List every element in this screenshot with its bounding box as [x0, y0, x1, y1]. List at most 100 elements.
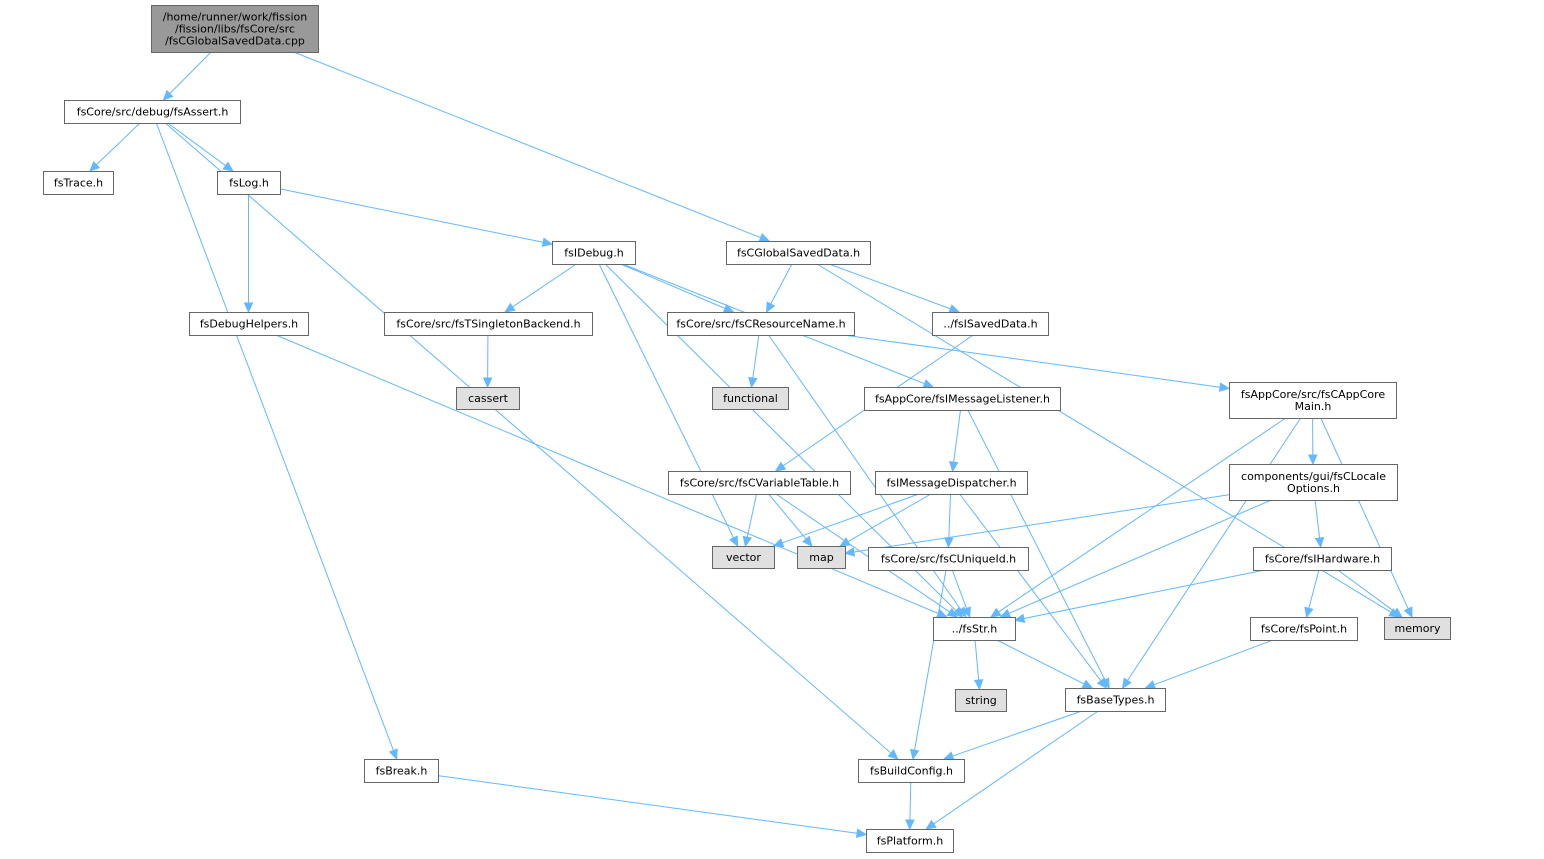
edge-line: [1153, 639, 1274, 686]
arrow-head: [243, 302, 254, 314]
arrow-head: [1144, 680, 1157, 690]
edge-line: [752, 334, 760, 379]
edge-fs-imessage-dispatcher-to-fs-base-types: [959, 493, 1108, 689]
node-fs-isaved-data[interactable]: ../fsISavedData.h: [932, 312, 1049, 336]
node-box: [668, 471, 851, 495]
node-fs-base-types[interactable]: fsBaseTypes.h: [1065, 688, 1166, 712]
edge-fs-cglobal-saved-data-to-fs-isaved-data: [828, 263, 961, 314]
edge-fs-assert-to-fs-break: [155, 122, 398, 761]
node-fs-str[interactable]: ../fsStr.h: [933, 617, 1016, 641]
node-box: [712, 387, 789, 410]
node-label: fsCore/fsIHardware.h: [1265, 553, 1380, 566]
node-label: ../fsISavedData.h: [943, 318, 1037, 331]
edge-fs-clocale-options-to-fs-ihardware: [1314, 499, 1325, 549]
arrow-head: [482, 377, 493, 389]
edge-line: [775, 493, 950, 613]
node-root[interactable]: /home/runner/work/fission/fission/libs/f…: [151, 5, 319, 53]
edge-line: [953, 409, 961, 463]
edge-fs-cunique-id-to-fs-build-config: [909, 569, 947, 761]
node-box: [864, 387, 1061, 411]
node-label: fsDebugHelpers.h: [200, 318, 298, 331]
node-label: vector: [726, 551, 761, 564]
node-fs-imessage-listener[interactable]: fsAppCore/fsIMessageListener.h: [864, 387, 1061, 411]
edge-fs-log-to-fs-debug-helpers: [243, 194, 254, 314]
edges-layer: [89, 51, 1413, 838]
node-fs-assert[interactable]: fsCore/src/debug/fsAssert.h: [64, 100, 241, 124]
node-box: [955, 689, 1007, 712]
arrow-head: [1391, 607, 1403, 618]
arrow-head: [1403, 606, 1413, 619]
arrow-head: [909, 748, 920, 761]
node-cassert: cassert: [456, 387, 520, 410]
node-fs-cunique-id[interactable]: fsCore/src/fsCUniqueId.h: [868, 547, 1029, 571]
edge-line: [1308, 569, 1320, 609]
edge-fs-cvariable-table-to-fs-str: [775, 493, 959, 618]
node-fs-build-config[interactable]: fsBuildConfig.h: [858, 759, 965, 783]
edge-line: [746, 493, 758, 538]
node-memory: memory: [1384, 617, 1451, 640]
edge-line: [293, 51, 761, 239]
node-box: [797, 546, 846, 569]
node-fs-tsingleton-backend[interactable]: fsCore/src/fsTSingletonBackend.h: [384, 312, 593, 336]
node-fs-trace[interactable]: fsTrace.h: [43, 171, 114, 195]
arrow-head: [1304, 606, 1314, 619]
node-functional: functional: [712, 387, 789, 410]
arrow-head: [772, 538, 785, 548]
node-label: Main.h: [1295, 400, 1332, 413]
node-fs-ihardware[interactable]: fsCore/fsIHardware.h: [1253, 547, 1392, 571]
arrow-head: [748, 376, 758, 389]
arrow-head: [162, 89, 174, 101]
edge-line: [952, 710, 1083, 757]
arrow-head: [1096, 677, 1108, 689]
node-label: ../fsStr.h: [952, 623, 998, 636]
node-fs-point[interactable]: fsCore/fsPoint.h: [1250, 617, 1358, 641]
node-fs-break[interactable]: fsBreak.h: [364, 759, 439, 783]
edge-line: [909, 781, 912, 821]
arrow-head: [855, 828, 868, 838]
node-label: fsPlatform.h: [877, 835, 943, 848]
node-box: [1253, 547, 1392, 571]
node-fs-platform[interactable]: fsPlatform.h: [866, 829, 954, 853]
node-fs-cvariable-table[interactable]: fsCore/src/fsCVariableTable.h: [668, 471, 851, 495]
arrow-head: [925, 819, 937, 830]
edge-fs-imessage-dispatcher-to-fs-cunique-id: [944, 493, 954, 549]
edge-fs-cunique-id-to-fs-str: [951, 569, 971, 619]
edge-line: [847, 493, 932, 542]
node-fs-debug-helpers[interactable]: fsDebugHelpers.h: [189, 312, 309, 336]
arrow-head: [843, 547, 856, 557]
node-label: fsCore/src/fsCResourceName.h: [676, 318, 845, 331]
node-box: [1229, 464, 1398, 501]
node-box: [189, 312, 309, 336]
node-fs-log[interactable]: fsLog.h: [217, 171, 281, 195]
node-label: functional: [723, 392, 778, 405]
node-box: [933, 617, 1016, 641]
edge-line: [974, 639, 980, 681]
node-label: fsAppCore/fsIMessageListener.h: [875, 393, 1050, 406]
node-label: fsBreak.h: [376, 765, 428, 778]
edge-fs-assert-to-fs-log: [167, 122, 234, 172]
node-label: fsAppCore/src/fsCAppCore: [1241, 388, 1385, 401]
node-fs-idebug[interactable]: fsIDebug.h: [552, 241, 636, 265]
edge-fs-build-config-to-fs-platform: [905, 781, 915, 831]
edge-fs-break-to-fs-platform: [437, 775, 868, 838]
edge-fs-cvariable-table-to-vector: [742, 493, 758, 548]
node-box: [1229, 382, 1397, 419]
node-box: [151, 5, 319, 53]
node-label: fsCore/src/debug/fsAssert.h: [77, 106, 229, 119]
edge-fs-point-to-fs-base-types: [1144, 639, 1274, 690]
edge-fs-imessage-listener-to-fs-imessage-dispatcher: [949, 409, 961, 473]
node-box: [1065, 688, 1166, 712]
edge-fs-capp-core-main-to-fs-clocale-options: [1308, 417, 1318, 466]
node-vector: vector: [712, 546, 775, 569]
arrow-head: [887, 749, 899, 760]
edge-fs-ihardware-to-fs-point: [1304, 569, 1320, 619]
edge-fs-cresource-name-to-functional: [748, 334, 760, 389]
node-fs-cglobal-saved-data[interactable]: fsCGlobalSavedData.h: [726, 241, 871, 265]
node-fs-imessage-dispatcher[interactable]: fsIMessageDispatcher.h: [875, 471, 1028, 495]
node-box: [456, 387, 520, 410]
node-fs-cresource-name[interactable]: fsCore/src/fsCResourceName.h: [667, 312, 855, 336]
node-string: string: [955, 689, 1007, 712]
arrow-head: [949, 460, 959, 473]
